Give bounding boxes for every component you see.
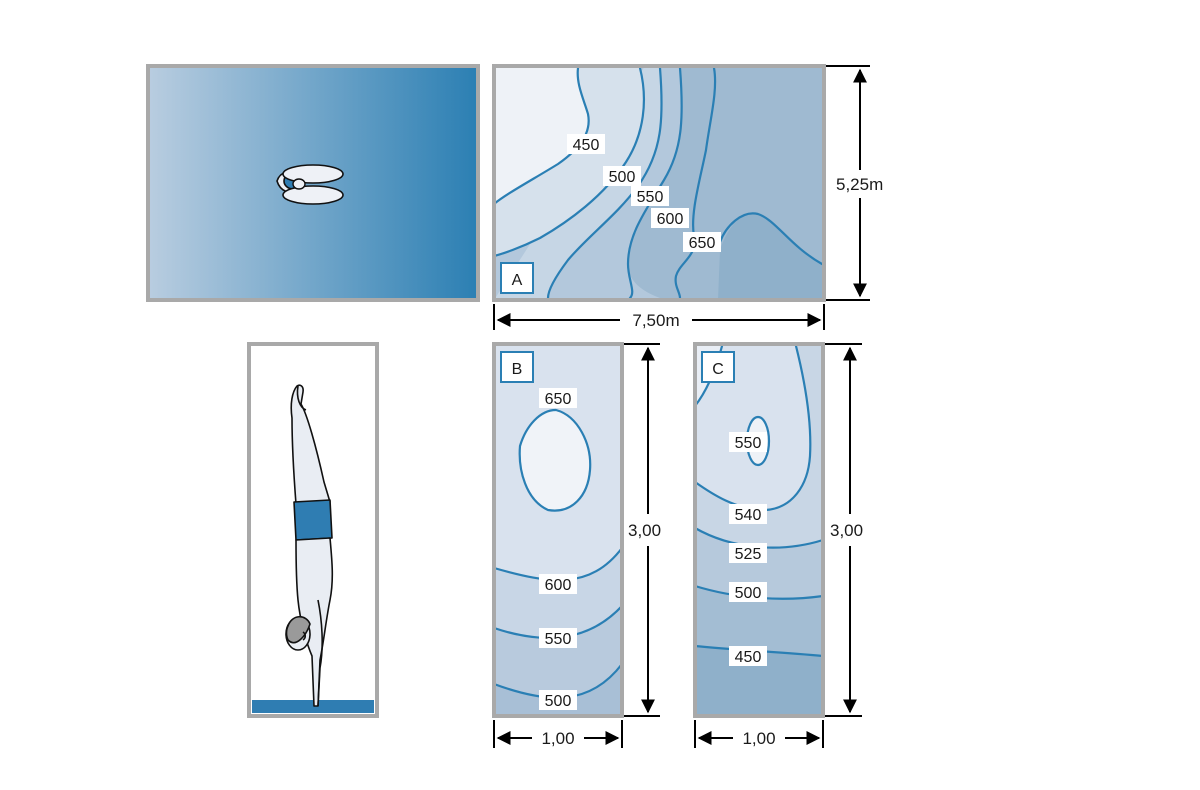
panel-c: 550 540 525 500 450 C — [693, 342, 825, 718]
diver-icon — [285, 384, 334, 707]
dimension-label: 1,00 — [541, 729, 574, 748]
panel-b: 650 600 550 500 B — [492, 342, 624, 718]
isoline-label: 500 — [545, 693, 572, 710]
contour-a-600 — [626, 66, 683, 300]
dimension-c-height: 3,00 — [825, 343, 863, 717]
dimension-b-width: 1,00 — [493, 720, 623, 748]
panel-tag-box — [701, 351, 735, 383]
dimension-label: 1,00 — [742, 729, 775, 748]
dimension-c-width: 1,00 — [694, 720, 824, 748]
isoline-label: 525 — [735, 546, 762, 563]
water-surface — [252, 700, 374, 713]
contour-a-550 — [546, 66, 663, 300]
dimension-a-height: 5,25m — [826, 65, 883, 301]
dimension-label: 3,00 — [830, 521, 863, 540]
panel-tag-box — [500, 262, 534, 294]
dimension-label: 5,25m — [836, 175, 883, 194]
diver-side-view — [247, 342, 379, 718]
isoline-label: 550 — [545, 631, 572, 648]
swimmer-top-icon — [276, 164, 344, 205]
isoline-label: 600 — [545, 577, 572, 594]
contour-c-540 — [693, 344, 812, 512]
panel-a: 450 500 550 600 650 A — [492, 64, 826, 302]
panel-tag: C — [712, 361, 724, 378]
contour-a-650a — [674, 66, 717, 300]
dimension-label: 3,00 — [628, 521, 661, 540]
contour-a-650b — [718, 212, 824, 266]
isoline-label: 450 — [573, 137, 600, 154]
isoline-label: 650 — [689, 235, 716, 252]
dimension-a-width: 7,50m — [493, 304, 825, 330]
pool-top-view — [146, 64, 480, 302]
panel-tag-box — [500, 351, 534, 383]
dimension-label: 7,50m — [632, 311, 679, 330]
isoline-label: 600 — [657, 211, 684, 228]
isoline-label: 500 — [609, 169, 636, 186]
dimension-b-height: 3,00 — [624, 343, 661, 717]
contour-a-500 — [492, 66, 645, 258]
panel-tag: B — [512, 361, 523, 378]
contour-b-650 — [518, 408, 592, 512]
isoline-label: 550 — [735, 435, 762, 452]
isoline-label: 540 — [735, 507, 762, 524]
isoline-label: 500 — [735, 585, 762, 602]
isoline-label: 450 — [735, 649, 762, 666]
isoline-label: 550 — [637, 189, 664, 206]
panel-tag: A — [512, 272, 523, 289]
isoline-label: 650 — [545, 391, 572, 408]
